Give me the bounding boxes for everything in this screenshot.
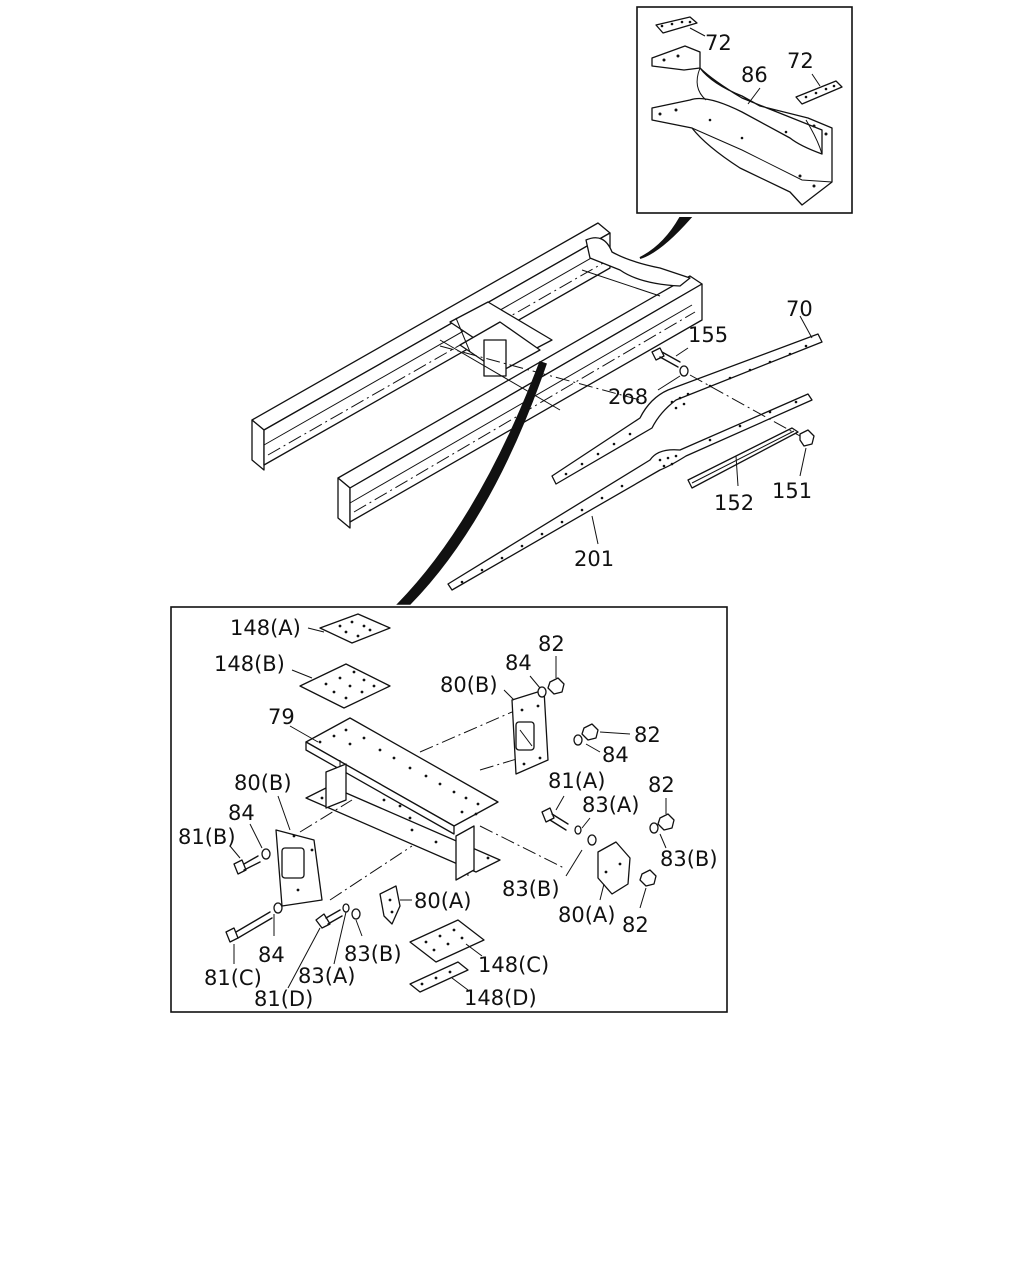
label-148b: 148(B) [214, 652, 285, 676]
label-148d: 148(D) [464, 986, 537, 1010]
callout-arrow-bottom [396, 361, 547, 605]
label-148a: 148(A) [230, 616, 301, 640]
bolt-81d [315, 909, 343, 929]
side-plates: 70 155 268 151 152 201 [447, 297, 823, 591]
mounting-inset: 148(A) 148(B) 79 80(B) 84 82 82 84 81(A)… [170, 606, 728, 1013]
label-83b-right: 83(B) [660, 847, 718, 871]
label-86: 86 [741, 63, 768, 87]
label-82-bottom: 82 [622, 913, 649, 937]
label-80b-left: 80(B) [234, 771, 292, 795]
label-83a-right: 83(A) [582, 793, 639, 817]
label-81a: 81(A) [548, 769, 605, 793]
label-152: 152 [714, 491, 754, 515]
label-82-r2: 82 [648, 773, 675, 797]
label-83b-mid: 83(B) [502, 877, 560, 901]
label-70: 70 [786, 297, 813, 321]
label-81c: 81(C) [204, 966, 262, 990]
bolt-81a [541, 807, 569, 831]
label-268: 268 [608, 385, 648, 409]
callout-arrow-top [639, 217, 693, 259]
label-201: 201 [574, 547, 614, 571]
label-81b: 81(B) [178, 825, 236, 849]
label-83b-low: 83(B) [344, 942, 402, 966]
label-155: 155 [688, 323, 728, 347]
bolt-81c [225, 911, 273, 943]
label-84-top: 84 [505, 651, 532, 675]
bolt-81b [233, 855, 261, 875]
label-72-right: 72 [787, 49, 814, 73]
label-81d: 81(D) [254, 987, 313, 1011]
label-83a-low: 83(A) [298, 964, 355, 988]
label-84-right: 84 [602, 743, 629, 767]
label-80a-right: 80(A) [558, 903, 615, 927]
label-148c: 148(C) [478, 953, 549, 977]
label-84-left: 84 [228, 801, 255, 825]
label-151: 151 [772, 479, 812, 503]
label-80b-top: 80(B) [440, 673, 498, 697]
label-82-top: 82 [538, 632, 565, 656]
crossmember-inset: 72 86 72 [636, 6, 853, 214]
label-72-top: 72 [705, 31, 732, 55]
label-80a-low: 80(A) [414, 889, 471, 913]
label-84-low: 84 [258, 943, 285, 967]
label-79: 79 [268, 705, 295, 729]
label-82-right: 82 [634, 723, 661, 747]
